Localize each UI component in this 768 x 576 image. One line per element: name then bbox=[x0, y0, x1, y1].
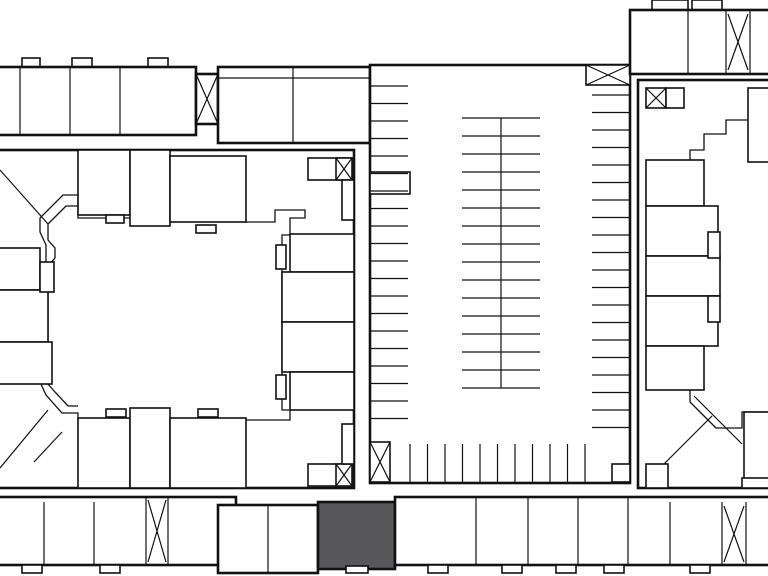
selected-unit[interactable] bbox=[316, 500, 397, 571]
balcony bbox=[707, 295, 721, 323]
stair-cross bbox=[195, 73, 219, 125]
unit bbox=[743, 411, 768, 489]
balcony bbox=[501, 564, 523, 574]
balcony bbox=[741, 477, 768, 489]
balcony bbox=[275, 244, 287, 270]
courtyard-edge bbox=[689, 390, 768, 429]
diagonal-wall bbox=[663, 415, 713, 465]
courtyard bbox=[39, 194, 306, 421]
stair-cross bbox=[645, 87, 667, 109]
balcony bbox=[105, 408, 127, 418]
balcony bbox=[147, 57, 169, 68]
garage-outline bbox=[368, 63, 632, 485]
stair-cross bbox=[727, 13, 749, 71]
unit bbox=[0, 247, 41, 291]
balcony bbox=[39, 261, 55, 293]
wing-block bbox=[393, 495, 768, 567]
unit bbox=[169, 155, 247, 223]
diagonal-wall bbox=[0, 409, 49, 469]
unit bbox=[645, 159, 705, 207]
unit bbox=[0, 289, 49, 343]
balcony bbox=[345, 565, 369, 574]
unit bbox=[77, 149, 131, 216]
unit bbox=[645, 345, 705, 391]
stalls-west bbox=[370, 85, 408, 420]
stalls-east bbox=[592, 94, 630, 429]
unit bbox=[169, 417, 247, 489]
unit bbox=[281, 321, 355, 373]
wing-block bbox=[216, 65, 372, 145]
courtyard-edge bbox=[47, 205, 78, 407]
unit bbox=[747, 87, 768, 163]
wing-block bbox=[0, 495, 238, 567]
balcony bbox=[555, 564, 577, 574]
courtyard-building-left bbox=[0, 148, 356, 490]
stair-cross bbox=[585, 64, 631, 86]
ramp bbox=[369, 171, 411, 195]
balcony bbox=[691, 0, 723, 11]
elevator bbox=[665, 87, 685, 109]
balcony bbox=[99, 564, 121, 574]
stair-core bbox=[645, 463, 669, 489]
unit bbox=[129, 149, 171, 227]
bottom-wing bbox=[0, 495, 768, 575]
balcony bbox=[707, 231, 721, 259]
balcony bbox=[21, 564, 43, 574]
courtyard-building-right bbox=[628, 0, 768, 490]
unit bbox=[0, 341, 53, 385]
balcony bbox=[71, 57, 93, 68]
balcony bbox=[195, 224, 217, 234]
top-left-wing bbox=[0, 57, 372, 145]
diagonal-wall bbox=[693, 395, 743, 445]
balcony bbox=[21, 57, 41, 68]
unit bbox=[645, 255, 721, 297]
unit bbox=[289, 371, 355, 411]
stair-cross bbox=[147, 499, 167, 563]
balcony bbox=[651, 0, 689, 11]
stalls-center bbox=[462, 117, 540, 389]
balcony bbox=[427, 564, 449, 574]
unit bbox=[289, 233, 355, 273]
wing-block bbox=[0, 65, 198, 137]
unit bbox=[77, 417, 131, 489]
diagonal-wall bbox=[33, 431, 63, 463]
balcony bbox=[275, 374, 287, 400]
stair-cross bbox=[335, 463, 353, 487]
stair-cross bbox=[369, 441, 391, 483]
diagonal-wall bbox=[0, 169, 49, 225]
wing-block bbox=[628, 8, 768, 76]
stair-cross bbox=[723, 505, 745, 563]
unit bbox=[129, 407, 171, 489]
unit bbox=[281, 271, 355, 323]
elevator bbox=[341, 423, 355, 465]
shaft bbox=[611, 463, 631, 483]
elevator bbox=[341, 179, 355, 221]
balcony bbox=[603, 564, 625, 574]
stair-cross bbox=[335, 157, 353, 181]
balcony bbox=[689, 564, 711, 574]
balcony bbox=[105, 214, 125, 224]
stalls-south bbox=[409, 444, 586, 483]
parking-garage bbox=[368, 63, 632, 485]
balcony bbox=[197, 408, 219, 418]
